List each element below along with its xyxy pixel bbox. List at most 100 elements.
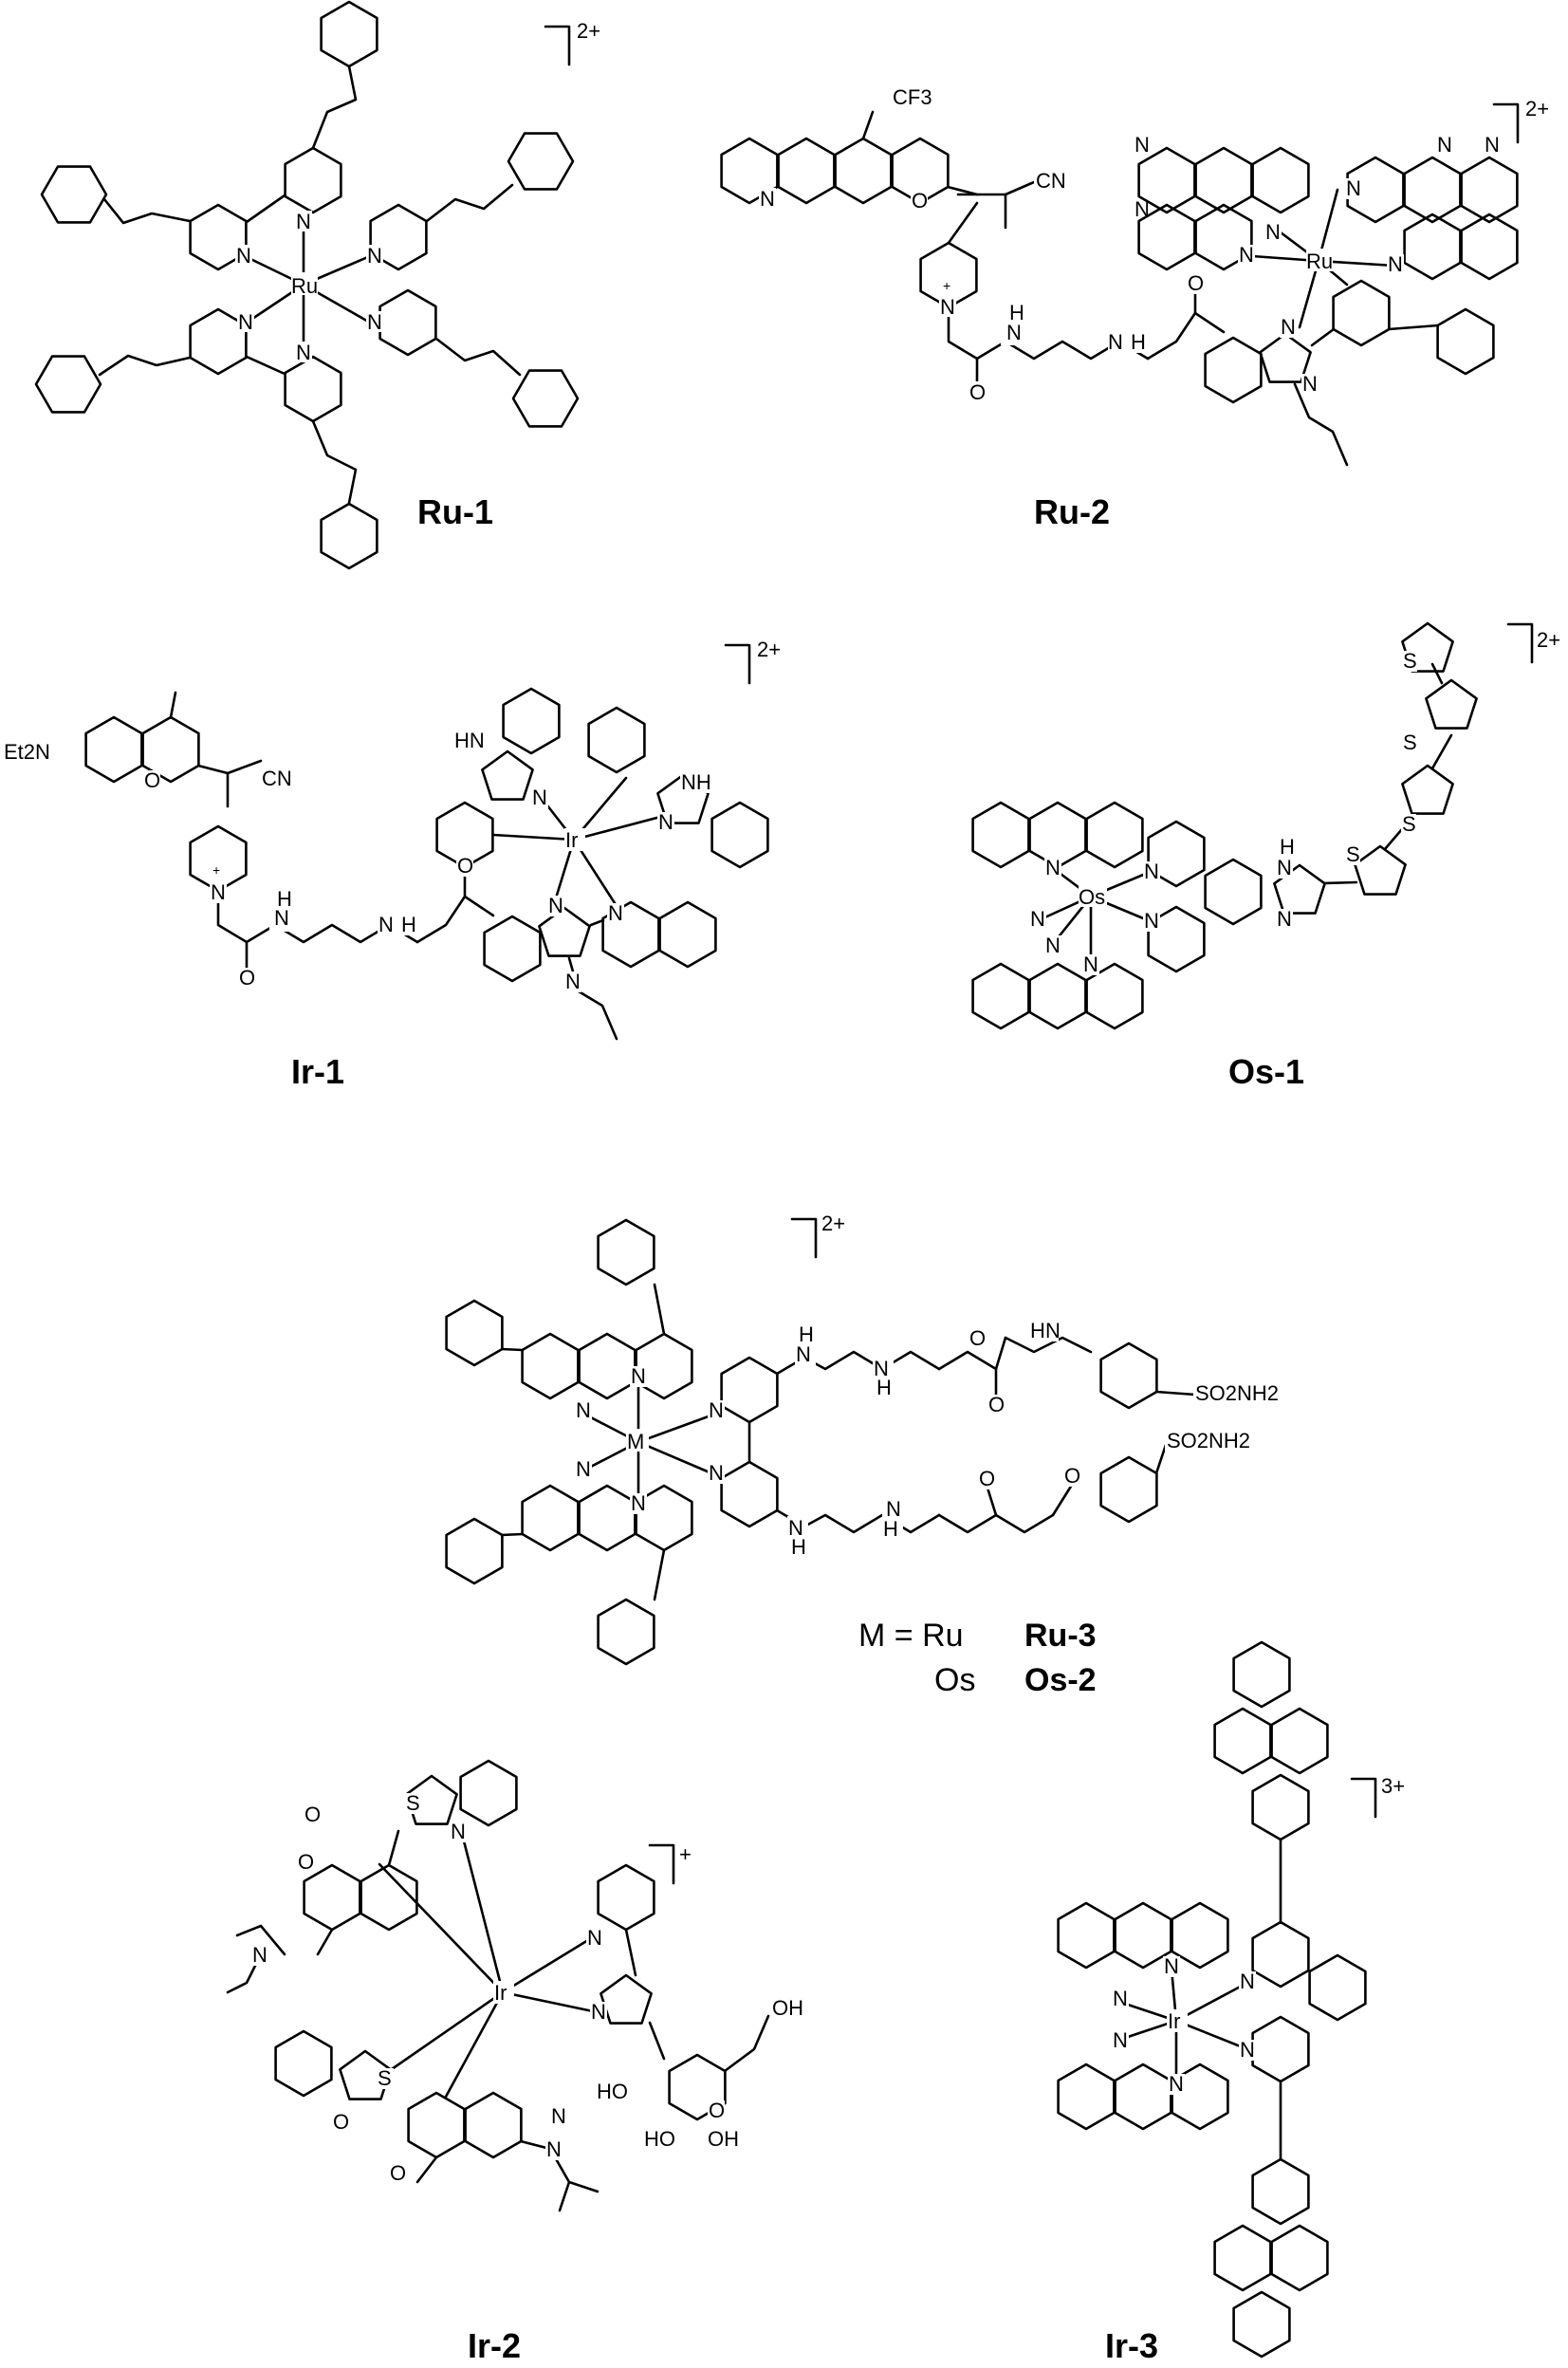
- compound-label: Os-2: [1024, 1662, 1097, 1698]
- atom-label: N: [1144, 909, 1159, 933]
- atom-label: N: [1281, 315, 1296, 339]
- atom-label: N: [576, 1398, 591, 1422]
- charge-label: +: [679, 1842, 692, 1866]
- atom-label: H: [277, 887, 292, 911]
- atom-label: N: [296, 341, 311, 364]
- atom-label: S: [406, 1791, 420, 1815]
- atom-label: OH: [772, 1996, 803, 2020]
- atom-label: N: [608, 901, 623, 925]
- atom-label: O: [457, 854, 473, 878]
- atom-label: N: [1045, 1319, 1061, 1342]
- metal-center: Os: [1079, 885, 1105, 909]
- atom-label: N: [211, 880, 226, 904]
- atom-label: N: [548, 894, 563, 917]
- atom-label: N: [1239, 243, 1254, 267]
- charge-sign: +: [943, 278, 950, 293]
- atom-label: H: [1009, 301, 1024, 324]
- charge-label: 2+: [757, 638, 781, 661]
- atom-label: N: [709, 1461, 724, 1485]
- atom-label: SO2NH2: [1195, 1381, 1279, 1405]
- atom-label: OH: [708, 2127, 739, 2151]
- atom-label: N: [631, 1364, 646, 1388]
- atom-label: CN: [1036, 169, 1066, 193]
- compound-label: Ir-3: [1105, 2326, 1158, 2365]
- atom-label: N: [1045, 934, 1061, 957]
- atom-label: H: [883, 1517, 898, 1541]
- atom-label: N: [1265, 220, 1281, 244]
- atom-label: O: [912, 189, 928, 213]
- atom-label: S: [1403, 649, 1417, 673]
- compound-label: Ru-3: [1024, 1618, 1097, 1654]
- atom-label: N: [1134, 133, 1150, 157]
- atom-label: O: [979, 1467, 995, 1490]
- charge-label: 2+: [577, 19, 600, 43]
- atom-label: NH: [681, 770, 711, 794]
- metal-center: Ir: [494, 1981, 507, 2005]
- atom-label: SO2NH2: [1167, 1429, 1250, 1452]
- atom-label: H: [799, 1323, 814, 1346]
- atom-label: N: [367, 244, 382, 268]
- atom-label: O: [333, 2110, 349, 2134]
- atom-label: N: [367, 310, 382, 334]
- atom-label: N: [532, 786, 547, 809]
- atom-label: O: [298, 1850, 314, 1874]
- atom-label: N: [1030, 907, 1045, 931]
- atom-label: N: [658, 810, 673, 834]
- atom-label: S: [1346, 842, 1360, 866]
- compound-ir-1: Et2N O CN N + O H N N H O HN N NH N N N …: [2, 638, 781, 1091]
- atom-label: N: [1240, 2038, 1255, 2062]
- atom-label: N: [874, 1357, 889, 1380]
- compound-os-1: Os N N N N N N H N N S S S S 2+ Os-1: [971, 621, 1560, 1091]
- charge-label: 3+: [1381, 1774, 1405, 1798]
- metal-center: Ru: [1306, 250, 1333, 273]
- atom-label: O: [969, 1326, 986, 1350]
- atom-label: N: [565, 970, 581, 993]
- atom-label: N: [274, 906, 289, 930]
- atom-label: S: [1402, 812, 1416, 836]
- atom-label: H: [1280, 835, 1295, 859]
- atom-label: CF3: [893, 85, 932, 109]
- atom-label: O: [709, 2099, 725, 2122]
- compound-label: Os-1: [1228, 1052, 1304, 1091]
- atom-label: N: [1277, 907, 1292, 931]
- compound-label: Ru-1: [417, 492, 493, 531]
- atom-label: N: [252, 1943, 267, 1967]
- atom-label: N: [591, 2000, 606, 2024]
- charge-label: 2+: [1525, 97, 1549, 120]
- atom-label: H: [876, 1376, 892, 1399]
- atom-label: N: [631, 1491, 646, 1515]
- atom-label: CN: [262, 767, 292, 790]
- atom-label: N: [1113, 2028, 1128, 2052]
- metal-definition: M = Ru: [858, 1618, 964, 1654]
- atom-label: HO: [597, 2080, 628, 2103]
- compound-label: Ir-2: [468, 2326, 521, 2365]
- atom-label: HO: [644, 2127, 675, 2151]
- atom-label: O: [304, 1803, 321, 1826]
- atom-label: O: [239, 966, 255, 990]
- atom-label: N: [551, 2104, 566, 2128]
- atom-label: N: [1045, 856, 1061, 879]
- atom-label: H: [791, 1535, 806, 1559]
- charge-label: 2+: [1537, 628, 1560, 652]
- atom-label: N: [1169, 2072, 1184, 2096]
- atom-label: N: [1485, 133, 1500, 157]
- atom-label: O: [1188, 271, 1204, 295]
- atom-label: N: [378, 913, 394, 936]
- compound-label: Ir-1: [291, 1052, 344, 1091]
- atom-label: N: [1083, 953, 1098, 976]
- atom-label: N: [1388, 252, 1403, 276]
- atom-label: N: [451, 1820, 466, 1843]
- atom-label: N: [788, 1516, 803, 1540]
- atom-label: N: [1113, 1987, 1128, 2010]
- compound-label: Ru-2: [1034, 492, 1110, 531]
- atom-label: N: [1006, 321, 1022, 344]
- atom-label: H: [401, 913, 416, 936]
- charge-sign: +: [212, 862, 220, 878]
- metal-center: Ru: [291, 274, 318, 298]
- metal-center: Ir: [1168, 2009, 1180, 2033]
- atom-label: N: [886, 1497, 901, 1521]
- atom-label: N: [1108, 330, 1123, 354]
- atom-label: N: [1437, 133, 1452, 157]
- atom-label: S: [1403, 731, 1417, 754]
